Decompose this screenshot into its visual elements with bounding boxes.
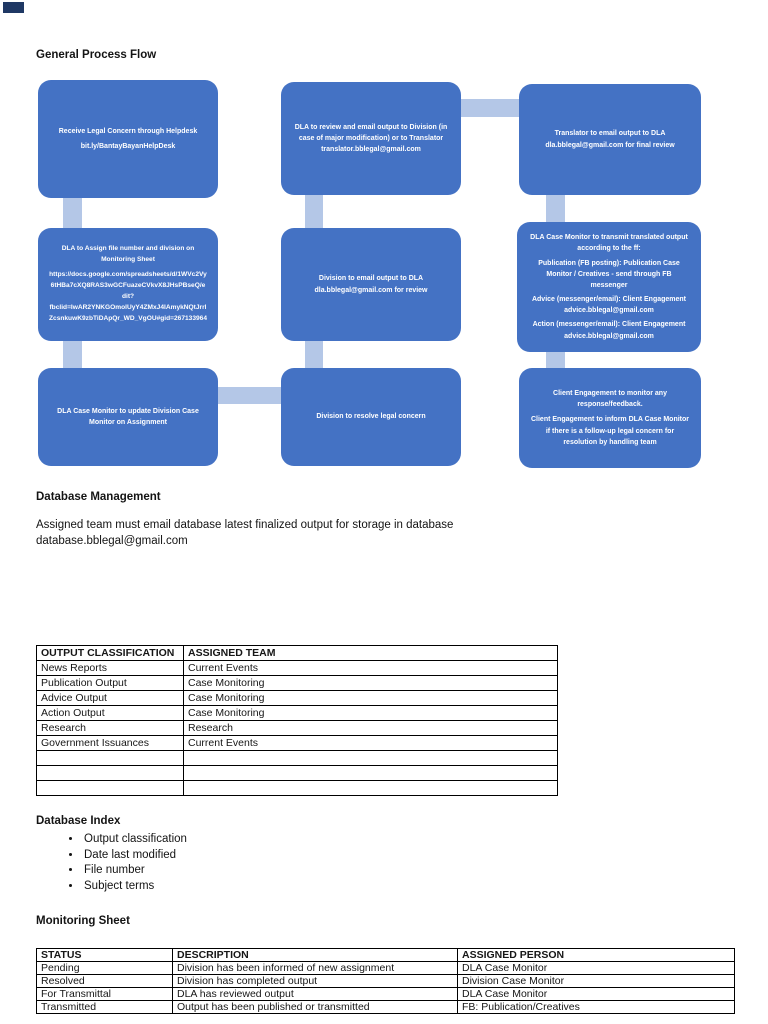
table-cell <box>183 750 558 766</box>
table-cell: DLA has reviewed output <box>172 987 458 1001</box>
table-cell: Advice Output <box>36 690 184 706</box>
table-cell <box>36 750 184 766</box>
flow-box-text: Publication (FB posting): Publication Ca… <box>538 259 680 289</box>
table-row: Transmitted Output has been published or… <box>36 1000 735 1014</box>
flow-box-text: DLA to review and email output to Divisi… <box>294 123 448 154</box>
table-header-row: STATUS DESCRIPTION ASSIGNED PERSON <box>36 948 735 962</box>
table-cell: Resolved <box>36 974 173 988</box>
database-index-list: Output classification Date last modified… <box>36 833 187 895</box>
table-cell: Case Monitoring <box>183 705 558 721</box>
table-cell: Transmitted <box>36 1000 173 1014</box>
connector-division-email-to-resolve <box>305 340 323 369</box>
database-index-title: Database Index <box>36 815 121 827</box>
connector-assign-to-update <box>63 340 82 369</box>
connector-review-to-division-email <box>305 194 323 229</box>
table-cell: Current Events <box>183 660 558 676</box>
table-row-empty <box>36 765 558 781</box>
table-cell <box>183 780 558 796</box>
database-management-paragraph: Assigned team must email database latest… <box>36 517 506 549</box>
connector-translator-to-transmit <box>546 194 565 223</box>
flow-box-text: Division to resolve legal concern <box>316 413 426 421</box>
flow-box-text: Client Engagement to inform DLA Case Mon… <box>530 416 690 446</box>
flow-box-transmit-translated-output: DLA Case Monitor to transmit translated … <box>517 222 701 352</box>
flow-box-assign-file-number: DLA to Assign file number and division o… <box>38 228 218 341</box>
table-cell: Research <box>183 720 558 736</box>
table-header-row: OUTPUT CLASSIFICATION ASSIGNED TEAM <box>36 645 558 661</box>
database-management-title: Database Management <box>36 491 161 503</box>
table-row-empty <box>36 780 558 796</box>
flow-box-translator-email-output: Translator to email output to DLA dla.bb… <box>519 84 701 195</box>
database-index-item: Subject terms <box>82 880 187 892</box>
table-cell: DLA Case Monitor <box>457 987 735 1001</box>
table-cell: News Reports <box>36 660 184 676</box>
monitoring-table: STATUS DESCRIPTION ASSIGNED PERSON Pendi… <box>36 948 735 1014</box>
table-cell <box>36 765 184 781</box>
database-management-line: Assigned team must email database latest… <box>36 519 454 531</box>
flow-box-text: bit.ly/BantayBayanHelpDesk <box>80 143 176 150</box>
classification-table: OUTPUT CLASSIFICATION ASSIGNED TEAM News… <box>36 645 558 796</box>
flow-box-link-text: https://docs.google.com/spreadsheets/d/1… <box>49 271 207 322</box>
table-row: Pending Division has been informed of ne… <box>36 961 735 975</box>
table-cell: Current Events <box>183 735 558 751</box>
database-index-item: File number <box>82 864 187 876</box>
table-cell: Research <box>36 720 184 736</box>
table-cell: Government Issuances <box>36 735 184 751</box>
flow-box-text: DLA Case Monitor to transmit translated … <box>530 234 688 253</box>
column-header: STATUS <box>36 948 173 962</box>
flow-box-text: Receive Legal Concern through Helpdesk <box>58 127 198 135</box>
column-header: DESCRIPTION <box>172 948 458 962</box>
table-cell: Publication Output <box>36 675 184 691</box>
flow-box-text: DLA Case Monitor to update Division Case… <box>57 407 199 426</box>
table-cell: Action Output <box>36 705 184 721</box>
flow-box-division-email-output: Division to email output to DLA dla.bble… <box>281 228 461 341</box>
database-index-item: Date last modified <box>82 849 187 861</box>
flow-section-title: General Process Flow <box>36 49 157 61</box>
column-header: ASSIGNED TEAM <box>183 645 558 661</box>
table-cell <box>36 780 184 796</box>
flow-box-dla-review-output: DLA to review and email output to Divisi… <box>281 82 461 195</box>
table-cell: Division Case Monitor <box>457 974 735 988</box>
flow-box-text: Action (messenger/email): Client Engagem… <box>532 321 686 340</box>
column-header: ASSIGNED PERSON <box>457 948 735 962</box>
table-cell: Pending <box>36 961 173 975</box>
flow-box-text: Client Engagement to monitor any respons… <box>553 390 667 409</box>
table-cell: FB: Publication/Creatives <box>457 1000 735 1014</box>
table-cell <box>183 765 558 781</box>
connector-review-to-translator <box>460 99 520 117</box>
table-cell: Division has been informed of new assign… <box>172 961 458 975</box>
table-cell: DLA Case Monitor <box>457 961 735 975</box>
connector-transmit-to-client-engagement <box>546 351 565 369</box>
table-row-empty <box>36 750 558 766</box>
flow-box-text: DLA to Assign file number and division o… <box>61 245 195 264</box>
monitoring-sheet-title: Monitoring Sheet <box>36 915 130 927</box>
column-header: OUTPUT CLASSIFICATION <box>36 645 184 661</box>
connector-receive-to-assign <box>63 197 82 229</box>
flow-box-update-division-case-monitor: DLA Case Monitor to update Division Case… <box>38 368 218 466</box>
database-management-line: database.bblegal@gmail.com <box>36 535 188 548</box>
connector-update-to-resolve <box>217 387 282 404</box>
table-cell: Case Monitoring <box>183 675 558 691</box>
table-row: For Transmittal DLA has reviewed output … <box>36 987 735 1001</box>
flow-box-client-engagement-monitor: Client Engagement to monitor any respons… <box>519 368 701 468</box>
table-cell: Division has completed output <box>172 974 458 988</box>
flow-box-division-resolve-concern: Division to resolve legal concern <box>281 368 461 466</box>
flow-box-text: Translator to email output to DLA dla.bb… <box>545 130 675 149</box>
flow-box-receive-legal-concern: Receive Legal Concern through Helpdesk b… <box>38 80 218 198</box>
table-cell: Case Monitoring <box>183 690 558 706</box>
database-index-item: Output classification <box>82 833 187 845</box>
table-row: Resolved Division has completed output D… <box>36 974 735 988</box>
page-corner-marker <box>3 2 24 13</box>
flow-box-text: Division to email output to DLA dla.bble… <box>314 275 428 294</box>
table-cell: Output has been published or transmitted <box>172 1000 458 1014</box>
flow-box-text: Advice (messenger/email): Client Engagem… <box>531 296 687 315</box>
table-cell: For Transmittal <box>36 987 173 1001</box>
